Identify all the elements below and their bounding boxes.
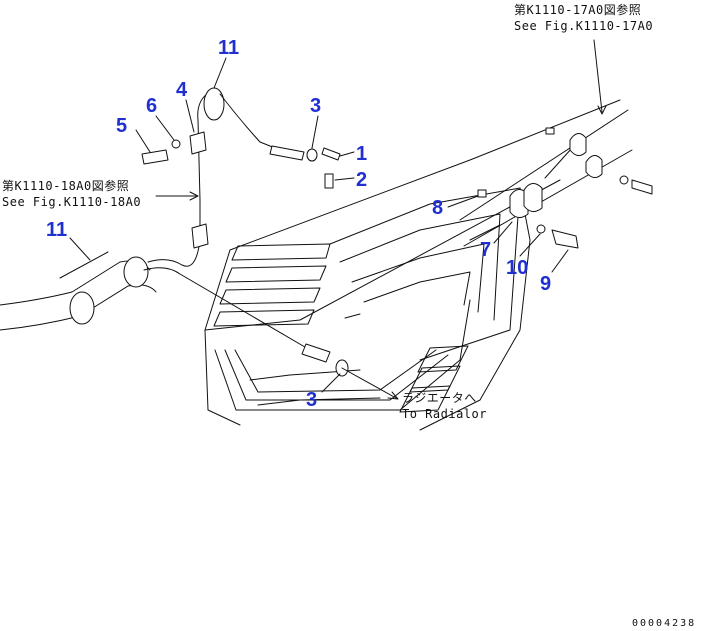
callout-5: 5	[116, 115, 127, 137]
washer-10	[536, 224, 546, 234]
reference-notes: 第K1110-17A0図参照 See Fig.K1110-17A0 第K1110…	[2, 2, 653, 421]
destination-jp: ラジエータへ	[402, 391, 477, 405]
ref-left-en: See Fig.K1110-18A0	[2, 195, 141, 209]
clamp-7b	[523, 183, 543, 212]
callout-8: 8	[432, 197, 443, 219]
callouts: 11 6 4 5 3 1 2 11 3 8 7 10 9	[46, 37, 551, 411]
upper-right-pipes	[459, 109, 653, 249]
bolt-8	[477, 189, 487, 198]
callout-10: 10	[506, 257, 528, 279]
tube-end-upper	[269, 145, 305, 161]
destination-en: To Radialor	[402, 407, 487, 421]
callout-4: 4	[176, 79, 188, 101]
bolt-upper	[545, 127, 555, 135]
hose-band-right	[123, 256, 149, 288]
washer-6	[171, 139, 181, 149]
part-2	[324, 173, 334, 189]
bolt-right	[631, 179, 653, 195]
callout-6: 6	[146, 95, 157, 117]
left-hose-assembly	[0, 87, 349, 377]
radiator-body	[204, 99, 621, 431]
leader-lines	[69, 39, 607, 400]
clip-lower	[191, 223, 209, 249]
part-1	[321, 147, 341, 161]
callout-2: 2	[356, 169, 367, 191]
callout-3-top: 3	[310, 95, 321, 117]
callout-11-left: 11	[46, 219, 67, 241]
ref-left-jp: 第K1110-18A0図参照	[2, 178, 129, 193]
ref-top-right-jp: 第K1110-17A0図参照	[514, 2, 641, 17]
clip-3-upper	[306, 148, 318, 162]
callout-3-bottom: 3	[306, 389, 317, 411]
ref-top-right-en: See Fig.K1110-17A0	[514, 19, 653, 33]
clamp-upper-b	[585, 155, 603, 178]
callout-11-top: 11	[218, 37, 239, 59]
clip-4	[189, 131, 207, 155]
tube-end-lower	[301, 343, 331, 363]
callout-1: 1	[356, 143, 367, 165]
bolt-9	[551, 229, 579, 249]
callout-9: 9	[540, 273, 551, 295]
document-number: 00004238	[632, 618, 696, 629]
clamp-upper-a	[569, 133, 587, 156]
callout-7: 7	[480, 239, 491, 261]
hose-band-left	[69, 291, 95, 325]
bolt-5	[141, 149, 169, 165]
tube-coil	[203, 87, 225, 121]
washer-upper	[619, 175, 629, 185]
